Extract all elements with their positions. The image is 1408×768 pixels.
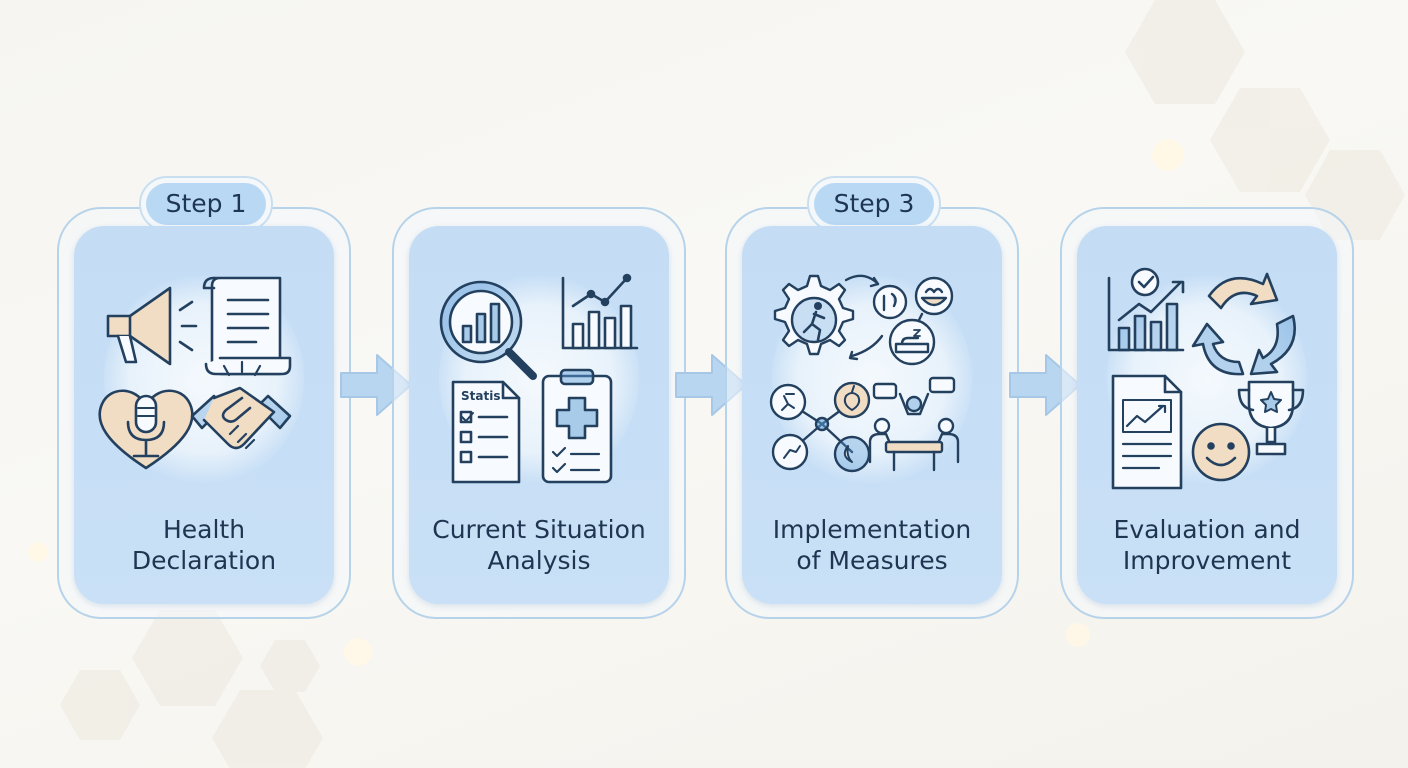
scroll-document-icon <box>202 276 292 376</box>
step-3-panel: Step 3 <box>725 176 1019 619</box>
line-bar-chart-icon <box>561 273 639 350</box>
heart-microphone-icon <box>98 389 194 470</box>
handshake-icon <box>190 360 292 450</box>
medical-clipboard-icon <box>541 368 613 484</box>
step-1-title: Health Declaration <box>131 515 277 575</box>
step-3-card: Implementation of Measures <box>742 226 1002 604</box>
statistics-checklist-icon: Statis <box>451 380 521 484</box>
step-2-card: Statis Current Situation Analysis <box>409 226 669 604</box>
step-4-title: Evaluation and Improvement <box>1113 515 1301 575</box>
step-1-badge: Step 1 <box>139 176 273 232</box>
step-2-panel: Statis Current Situation Analysis <box>392 207 686 619</box>
cycle-arrows-icon <box>1191 272 1296 376</box>
megaphone-icon <box>106 286 198 366</box>
team-meeting-icon <box>868 376 960 472</box>
report-document-icon <box>1111 374 1183 490</box>
step-4-panel: Evaluation and Improvement <box>1060 207 1354 619</box>
step-4-card: Evaluation and Improvement <box>1077 226 1337 604</box>
svg-text:Statis: Statis <box>461 389 500 403</box>
gear-runner-icon <box>773 274 880 356</box>
step-3-icon-cluster <box>769 274 960 473</box>
step-1-card: Health Declaration <box>74 226 334 604</box>
sleep-bed-icon <box>848 318 936 366</box>
step-1-panel: Step 1 <box>57 176 351 619</box>
smiley-face-icon <box>1191 422 1251 482</box>
healthy-food-icon <box>872 276 954 324</box>
step-2-icon-cluster: Statis <box>439 273 639 484</box>
activity-network-icon <box>769 381 871 473</box>
step-2-title: Current Situation Analysis <box>432 515 646 575</box>
trophy-icon <box>1237 380 1305 456</box>
magnifier-chart-icon <box>439 280 537 380</box>
step-3-badge: Step 3 <box>807 176 941 232</box>
step-1-icon-cluster <box>98 276 292 470</box>
checkmark-growth-chart-icon <box>1107 267 1185 352</box>
step-4-icon-cluster <box>1107 267 1305 490</box>
step-3-title: Implementation of Measures <box>772 515 972 575</box>
